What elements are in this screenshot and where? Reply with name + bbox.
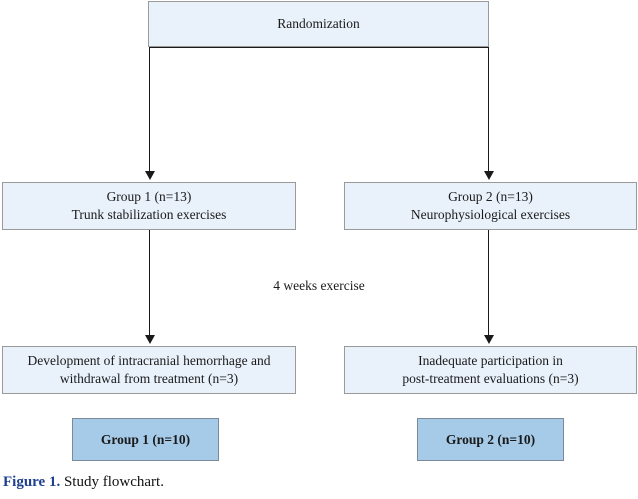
arrowhead-to-group1-dropout	[145, 335, 155, 344]
flow-node-group1-dropout-line2: withdrawal from treatment (n=3)	[59, 371, 239, 386]
connector-randomization-to-group1	[149, 47, 150, 171]
flow-node-group2-allocation-line1: Group 2 (n=13)	[448, 189, 533, 205]
flow-node-group1-allocation-line1: Group 1 (n=13)	[106, 189, 192, 205]
figure-caption: Figure 1. Study flowchart.	[3, 473, 633, 492]
flow-node-group2-final-label: Group 2 (n=10)	[445, 431, 536, 447]
flow-node-group2-final: Group 2 (n=10)	[417, 418, 564, 461]
flow-node-group2-allocation: Group 2 (n=13) Neurophysiological exerci…	[344, 182, 637, 230]
connector-split-bar	[149, 47, 489, 48]
flow-node-group1-dropout: Development of intracranial hemorrhage a…	[2, 346, 296, 394]
connector-group2-to-dropout	[488, 230, 489, 335]
flow-node-group1-allocation-line2: Trunk stabilization exercises	[71, 207, 227, 222]
flow-node-randomization-label: Randomization	[277, 16, 360, 32]
arrowhead-to-group2	[484, 171, 494, 180]
figure-caption-text: Study flowchart.	[63, 474, 164, 490]
arrowhead-to-group1	[145, 171, 155, 180]
connector-randomization-to-group2	[488, 47, 489, 171]
arrowhead-to-group2-dropout	[484, 335, 494, 344]
flow-node-group1-final-label: Group 1 (n=10)	[100, 431, 191, 447]
flow-node-group2-dropout-line1: Inadequate participation in	[418, 353, 563, 369]
flow-node-group1-allocation: Group 1 (n=13) Trunk stabilization exerc…	[2, 182, 296, 230]
flow-interval-label: 4 weeks exercise	[273, 278, 365, 293]
flow-node-group1-dropout-line1: Development of intracranial hemorrhage a…	[27, 353, 271, 369]
flow-node-group2-dropout-line2: post-treatment evaluations (n=3)	[402, 371, 579, 386]
connector-group1-to-dropout	[149, 230, 150, 335]
flow-node-group1-final: Group 1 (n=10)	[72, 418, 219, 461]
figure-caption-label: Figure 1.	[3, 474, 61, 490]
flow-node-group2-allocation-line2: Neurophysiological exercises	[410, 207, 571, 222]
flow-node-randomization: Randomization	[148, 1, 489, 47]
flow-node-group2-dropout: Inadequate participation in post-treatme…	[344, 346, 637, 394]
